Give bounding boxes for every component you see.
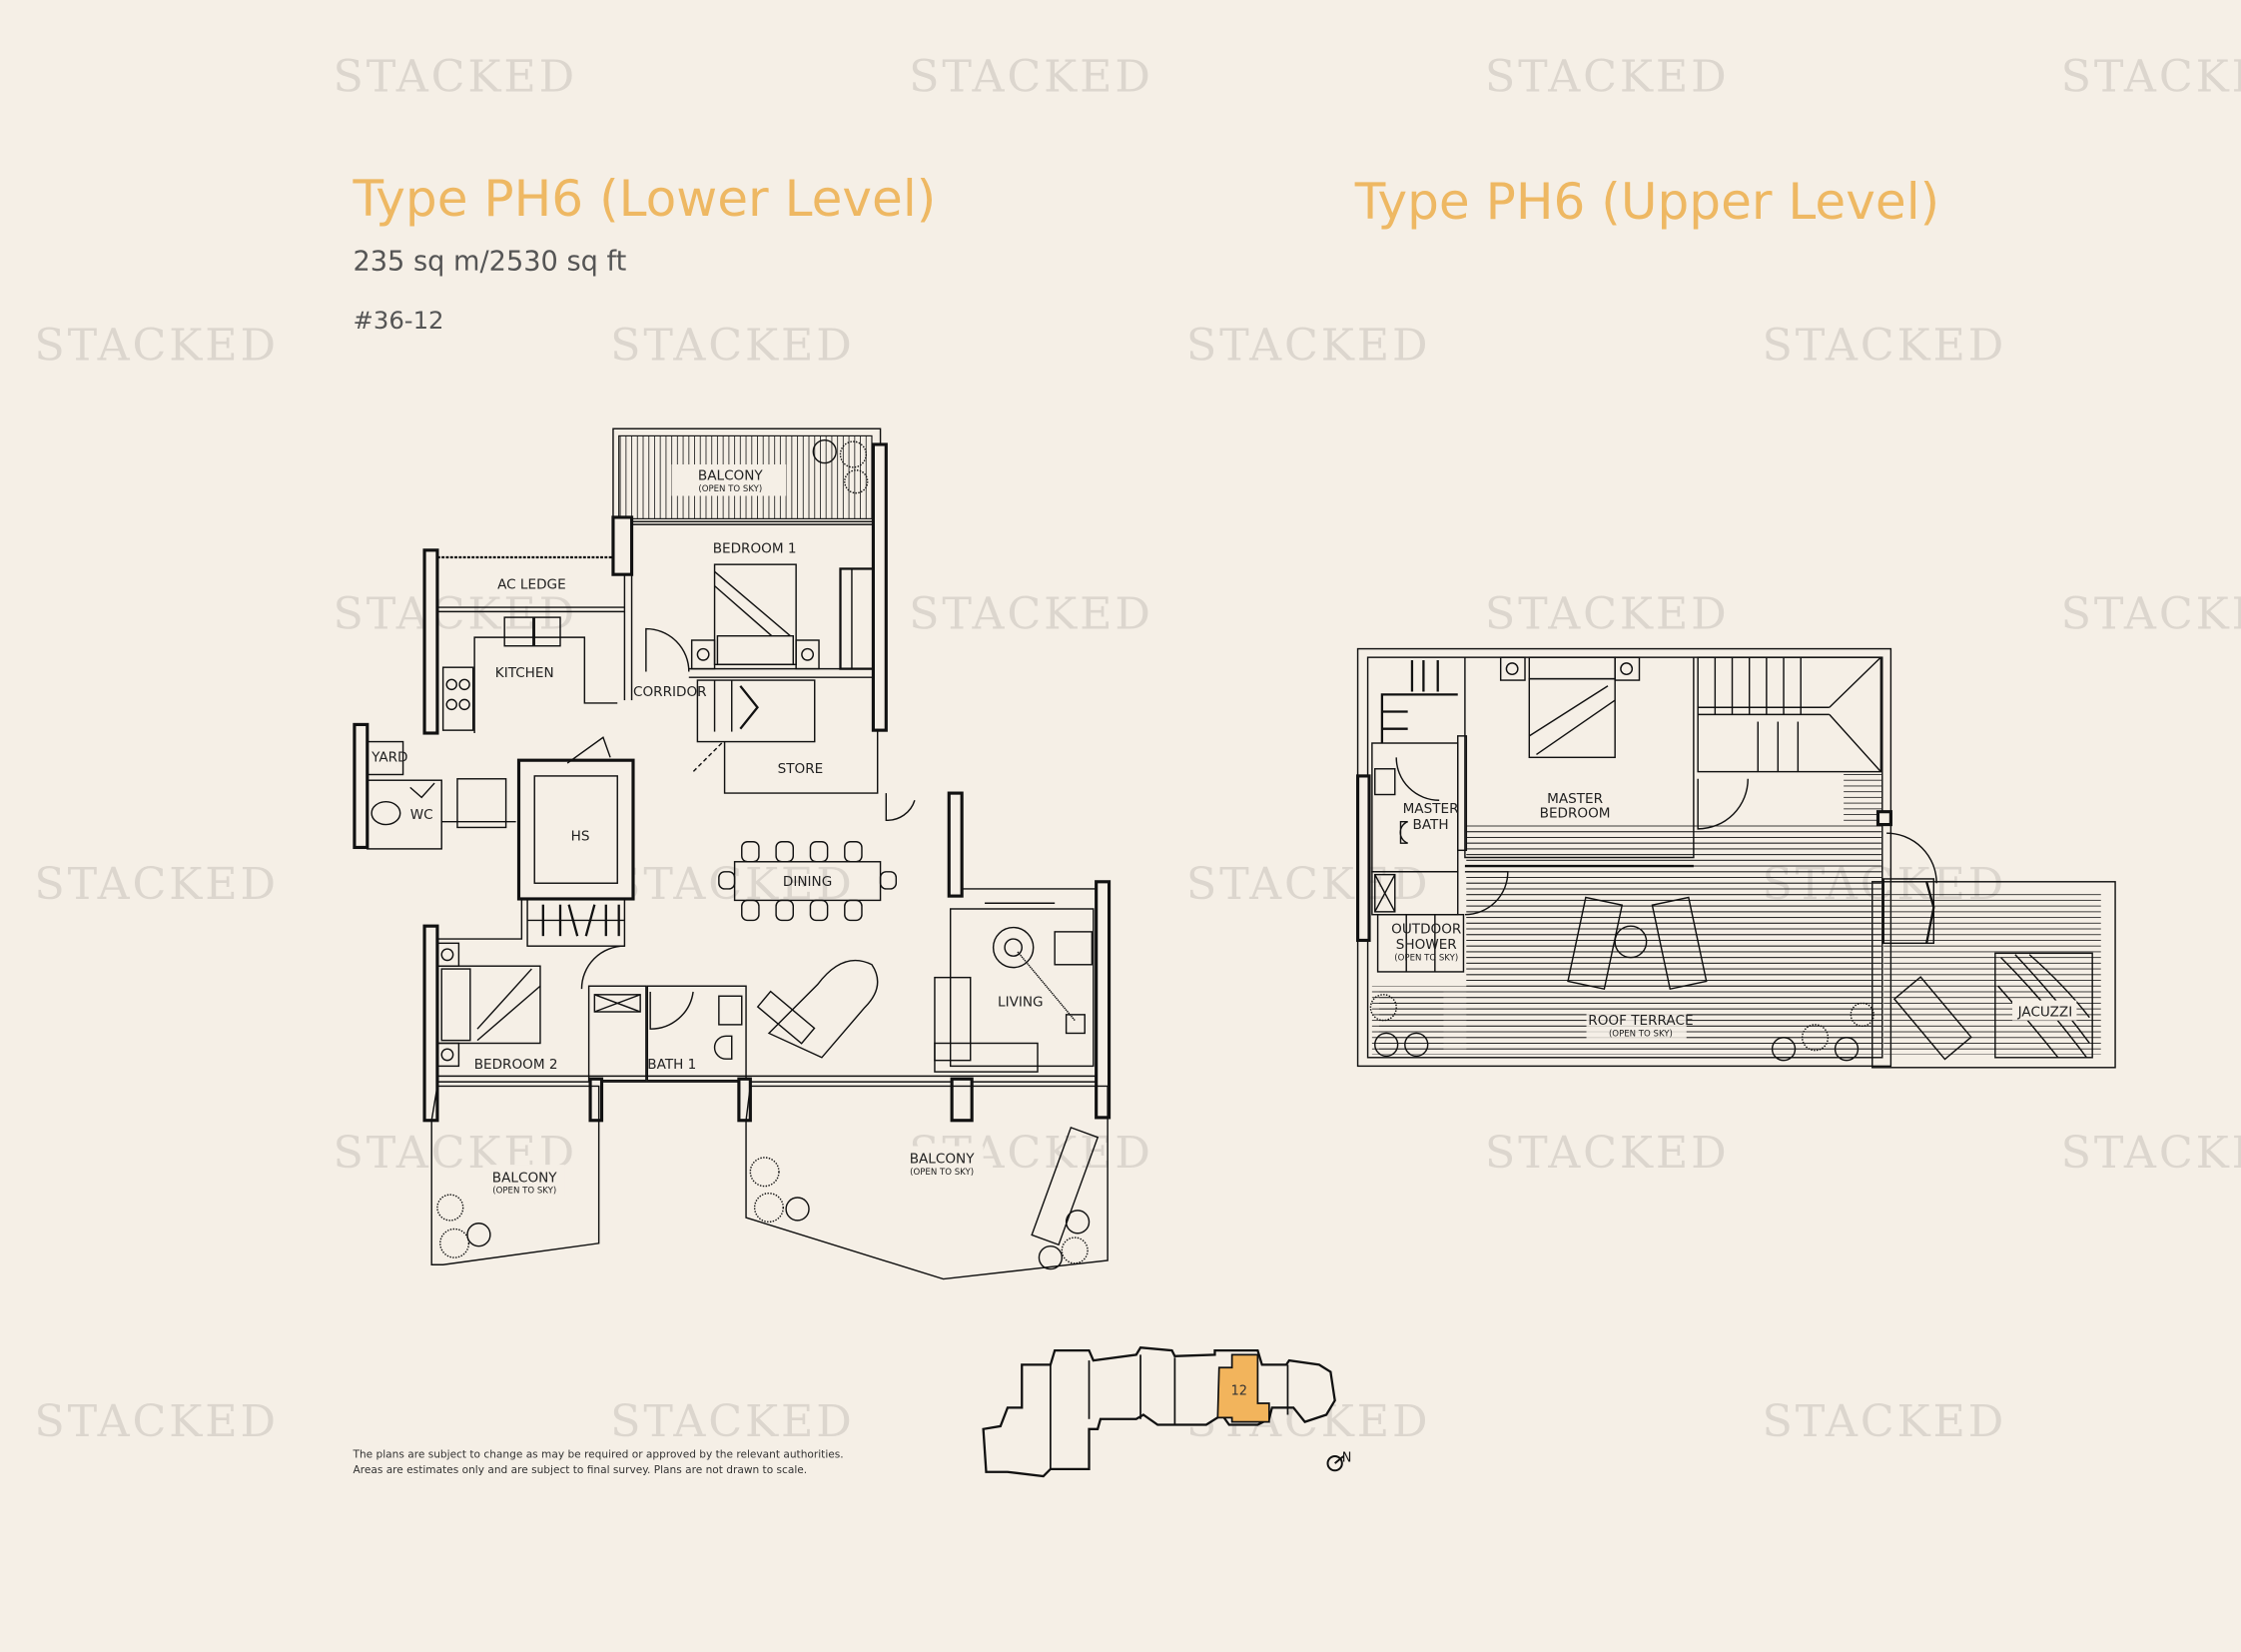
unit-number: #36-12 xyxy=(353,306,443,335)
room-label-store: STORE xyxy=(778,761,824,777)
watermark: STACKED xyxy=(1186,321,1431,372)
watermark: STACKED xyxy=(1485,589,1730,640)
watermark: STACKED xyxy=(610,859,855,910)
watermark: STACKED xyxy=(333,589,577,640)
room-label-outdoor-shower: SHOWER xyxy=(1396,937,1458,953)
svg-text:N: N xyxy=(1342,1451,1352,1466)
lower-level-plan: BALCONY (OPEN TO SKY) AC LEDGE KITCHEN C… xyxy=(353,427,1112,1280)
room-label-hs: HS xyxy=(571,828,590,844)
highlighted-unit xyxy=(1216,1353,1270,1423)
disclaimer-line-2: Areas are estimates only and are subject… xyxy=(353,1464,807,1476)
watermark: STACKED xyxy=(909,589,1153,640)
watermark: STACKED xyxy=(34,1396,279,1447)
room-label-bath-1: BATH 1 xyxy=(647,1057,696,1073)
room-label-outdoor-shower: OUTDOOR xyxy=(1391,921,1462,937)
watermark: STACKED xyxy=(610,321,855,372)
room-label-master-bedroom: BEDROOM xyxy=(1540,805,1611,821)
key-plan: 12 N xyxy=(982,1346,1352,1478)
room-note: (OPEN TO SKY) xyxy=(492,1187,556,1197)
room-label-balcony-top: BALCONY xyxy=(698,468,764,484)
room-label-roof-terrace: ROOF TERRACE xyxy=(1588,1013,1693,1029)
watermark: STACKED xyxy=(2061,589,2241,640)
highlighted-unit-label: 12 xyxy=(1231,1383,1247,1398)
north-arrow-icon: N xyxy=(1326,1451,1352,1472)
room-label-master-bedroom: MASTER xyxy=(1547,791,1604,807)
room-label-corridor: CORRIDOR xyxy=(633,684,707,700)
room-label-wc: WC xyxy=(410,807,433,823)
room-note: (OPEN TO SKY) xyxy=(1394,953,1458,963)
room-label-dining: DINING xyxy=(783,874,832,890)
watermark: STACKED xyxy=(1485,52,1730,103)
room-note: (OPEN TO SKY) xyxy=(1609,1029,1673,1039)
disclaimer-line-1: The plans are subject to change as may b… xyxy=(352,1448,843,1460)
watermark: STACKED xyxy=(2061,1128,2241,1179)
watermark: STACKED xyxy=(34,321,279,372)
upper-level-title: Type PH6 (Upper Level) xyxy=(1354,173,1939,231)
room-label-ac-ledge: AC LEDGE xyxy=(497,576,566,592)
room-label-jacuzzi: JACUZZI xyxy=(2017,1004,2073,1020)
unit-area: 235 sq m/2530 sq ft xyxy=(353,246,626,277)
watermark: STACKED xyxy=(1763,321,2007,372)
room-note: (OPEN TO SKY) xyxy=(698,484,762,494)
watermark: STACKED xyxy=(1485,1128,1730,1179)
room-label-kitchen: KITCHEN xyxy=(495,665,554,681)
room-label-master-bath: MASTER xyxy=(1403,801,1460,817)
room-label-bedroom-2: BEDROOM 2 xyxy=(474,1057,558,1073)
watermark: STACKED xyxy=(333,52,577,103)
room-label-master-bath: BATH xyxy=(1413,817,1449,833)
watermark: STACKED xyxy=(1186,859,1431,910)
watermark: STACKED xyxy=(909,52,1153,103)
room-label-living: LIVING xyxy=(998,994,1044,1010)
upper-level-plan: MASTER BEDROOM MASTER BATH xyxy=(1355,647,2116,1069)
room-label-balcony-left: BALCONY xyxy=(492,1170,558,1186)
room-note: (OPEN TO SKY) xyxy=(910,1168,974,1178)
watermark: STACKED xyxy=(2061,52,2241,103)
room-label-balcony-right: BALCONY xyxy=(910,1152,976,1168)
watermark: STACKED xyxy=(610,1396,855,1447)
watermark: STACKED xyxy=(1763,1396,2007,1447)
room-label-bedroom-1: BEDROOM 1 xyxy=(713,541,797,557)
lower-level-title: Type PH6 (Lower Level) xyxy=(352,170,936,228)
watermark: STACKED xyxy=(34,859,279,910)
room-label-yard: YARD xyxy=(371,750,407,766)
